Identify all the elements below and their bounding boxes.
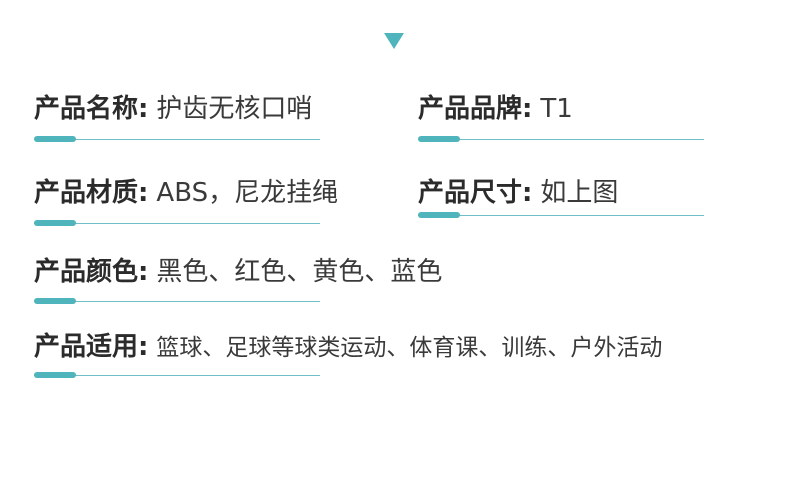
spec-color-value: 黑色、红色、黄色、蓝色 (156, 257, 443, 287)
spec-color-underline (34, 301, 320, 302)
spec-name-text: 产品名称:护齿无核口哨 (34, 92, 312, 126)
spec-size: 产品尺寸:如上图 (418, 176, 704, 228)
spec-size-underline-accent (418, 212, 460, 218)
spec-usage-text: 产品适用: 篮球、足球等球类运动、体育课、训练、户外活动 (34, 330, 662, 365)
spec-size-colon: : (522, 178, 533, 208)
spec-usage-colon: : (138, 332, 149, 362)
spec-size-underline (418, 215, 704, 216)
spec-color-underline-accent (34, 298, 76, 304)
spec-name-label: 产品名称 (34, 94, 139, 124)
spec-name-colon: : (138, 94, 149, 124)
spec-usage-underline-accent (34, 372, 76, 378)
spec-color: 产品颜色:黑色、红色、黄色、蓝色 (34, 255, 442, 307)
spec-color-colon: : (138, 257, 149, 287)
spec-usage-underline (34, 375, 320, 376)
spec-usage: 产品适用: 篮球、足球等球类运动、体育课、训练、户外活动 (34, 330, 764, 382)
spec-material-value: ABS，尼龙挂绳 (156, 178, 339, 208)
spec-material-underline (34, 223, 320, 224)
spec-usage-label: 产品适用 (34, 332, 139, 362)
spec-size-label: 产品尺寸 (418, 178, 523, 208)
spec-color-text: 产品颜色:黑色、红色、黄色、蓝色 (34, 255, 442, 289)
spec-name: 产品名称:护齿无核口哨 (34, 92, 320, 144)
spec-brand-colon: : (522, 94, 533, 124)
spec-color-label: 产品颜色 (34, 257, 139, 287)
spec-name-underline (34, 139, 320, 140)
spec-size-text: 产品尺寸:如上图 (418, 176, 618, 210)
spec-size-value: 如上图 (540, 178, 619, 208)
spec-material: 产品材质:ABS，尼龙挂绳 (34, 176, 338, 228)
spec-brand-underline (418, 139, 704, 140)
spec-usage-value: 篮球、足球等球类运动、体育课、训练、户外活动 (156, 335, 663, 361)
spec-name-underline-accent (34, 136, 76, 142)
spec-brand-text: 产品品牌:T1 (418, 92, 573, 126)
spec-material-colon: : (138, 178, 149, 208)
spec-brand-value: T1 (540, 94, 573, 124)
spec-name-value: 护齿无核口哨 (156, 94, 313, 124)
spec-brand: 产品品牌:T1 (418, 92, 704, 144)
spec-material-label: 产品材质 (34, 178, 139, 208)
spec-material-text: 产品材质:ABS，尼龙挂绳 (34, 176, 338, 210)
spec-brand-underline-accent (418, 136, 460, 142)
spec-brand-label: 产品品牌 (418, 94, 523, 124)
down-triangle-icon (384, 33, 404, 49)
spec-material-underline-accent (34, 220, 76, 226)
